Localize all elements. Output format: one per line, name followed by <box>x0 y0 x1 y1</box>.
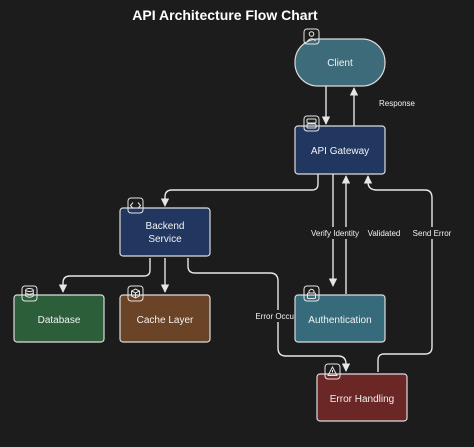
node-database[interactable]: Database <box>13 294 105 343</box>
edge-label-bg <box>308 227 362 239</box>
node-database-label: Database <box>38 315 81 326</box>
node-cache-layer[interactable]: Cache Layer <box>119 294 211 343</box>
node-error-handling[interactable]: Error Handling <box>316 373 408 422</box>
node-client[interactable]: Client <box>294 38 386 87</box>
edge-label-bg <box>253 310 303 322</box>
edge-label-response: Response <box>379 99 416 108</box>
edge-error-to-gateway <box>363 175 433 372</box>
node-api-gateway[interactable]: API Gateway <box>294 125 386 175</box>
edge-label-bg <box>410 227 456 239</box>
node-backend-label-line1: Backend <box>146 221 185 232</box>
lock-icon <box>303 285 320 302</box>
database-icon <box>21 285 38 302</box>
edge-backend-to-database <box>58 258 151 293</box>
node-authentication[interactable]: Authentication <box>294 294 386 343</box>
node-gateway-label: API Gateway <box>311 146 369 157</box>
user-icon <box>303 28 320 45</box>
warning-icon <box>324 363 341 380</box>
code-icon <box>127 197 144 214</box>
chart-title: API Architecture Flow Chart <box>132 7 318 23</box>
node-backend-service[interactable]: Backend Service <box>119 207 211 257</box>
edge-label-verify-identity: Verify Identity <box>311 229 359 238</box>
cube-icon <box>127 285 144 302</box>
node-backend-label-line2: Service <box>148 234 182 245</box>
edge-label-bg <box>364 227 404 239</box>
node-cache-label: Cache Layer <box>137 315 194 326</box>
edge-label-bg <box>376 97 418 109</box>
edge-label-validated: Validated <box>368 229 401 238</box>
node-error-label: Error Handling <box>330 394 394 405</box>
server-icon <box>303 115 320 132</box>
edge-label-send-error: Send Error <box>413 229 452 238</box>
node-client-label: Client <box>327 58 353 69</box>
edge-label-error-occurs: Error Occurs <box>255 312 300 321</box>
edge-gateway-to-backend <box>160 174 319 207</box>
node-auth-label: Authentication <box>308 315 371 326</box>
